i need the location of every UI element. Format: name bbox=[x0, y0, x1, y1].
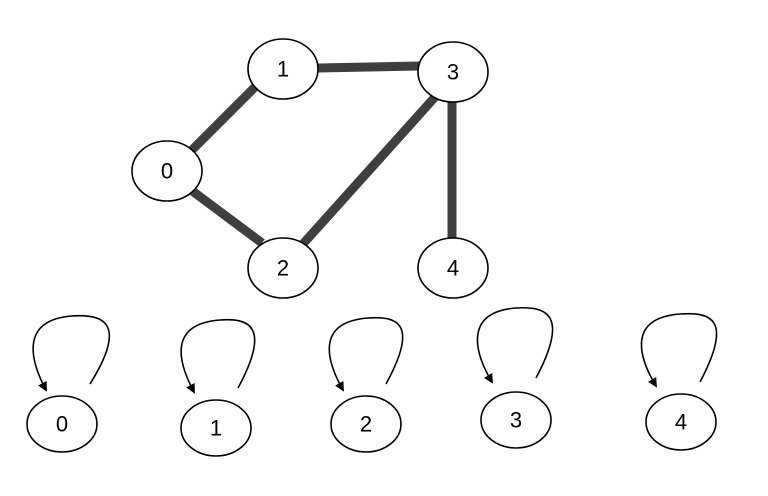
self-loop-node-2: 2 bbox=[328, 316, 404, 453]
node-ellipse bbox=[180, 399, 252, 457]
self-loop-node-4: 4 bbox=[640, 312, 718, 451]
node-ellipse bbox=[247, 38, 319, 100]
node-label: 0 bbox=[161, 159, 173, 184]
self-loop-arrow bbox=[328, 316, 404, 392]
node-label: 3 bbox=[447, 60, 459, 85]
node-label: 4 bbox=[447, 256, 459, 281]
graph-node-2: 2 bbox=[247, 237, 319, 299]
graph-node-4: 4 bbox=[417, 237, 489, 299]
edge-0-2 bbox=[188, 186, 265, 247]
self-loop-row: 0 1 2 3 4 bbox=[26, 306, 718, 457]
self-loop-node-0: 0 bbox=[26, 314, 111, 453]
edge-0-1 bbox=[186, 80, 262, 156]
node-ellipse bbox=[480, 391, 552, 449]
self-loop-arrow bbox=[640, 312, 718, 388]
node-label: 2 bbox=[277, 256, 289, 281]
graph-node-1: 1 bbox=[247, 38, 319, 100]
self-loop-arrow bbox=[180, 318, 256, 394]
node-ellipse bbox=[247, 237, 319, 299]
node-label: 1 bbox=[277, 57, 289, 82]
node-label: 2 bbox=[360, 412, 372, 437]
edge-1-3 bbox=[317, 61, 421, 73]
node-ellipse bbox=[26, 395, 98, 453]
node-label: 4 bbox=[675, 410, 687, 435]
node-label: 1 bbox=[210, 416, 222, 441]
node-ellipse bbox=[645, 393, 717, 451]
self-loop-arrow bbox=[476, 306, 554, 384]
edge-2-3 bbox=[298, 93, 439, 249]
node-ellipse bbox=[131, 140, 203, 202]
node-label: 0 bbox=[56, 412, 68, 437]
node-ellipse bbox=[417, 41, 489, 103]
self-loop-arrow bbox=[32, 314, 111, 392]
graph-edges bbox=[186, 61, 457, 249]
node-ellipse bbox=[330, 395, 402, 453]
self-loop-node-3: 3 bbox=[476, 306, 554, 449]
graph-node-0: 0 bbox=[131, 140, 203, 202]
graph-nodes: 0 1 2 3 4 bbox=[131, 38, 489, 299]
graph-node-3: 3 bbox=[417, 41, 489, 103]
self-loop-node-1: 1 bbox=[180, 318, 256, 457]
node-ellipse bbox=[417, 237, 489, 299]
node-label: 3 bbox=[510, 408, 522, 433]
